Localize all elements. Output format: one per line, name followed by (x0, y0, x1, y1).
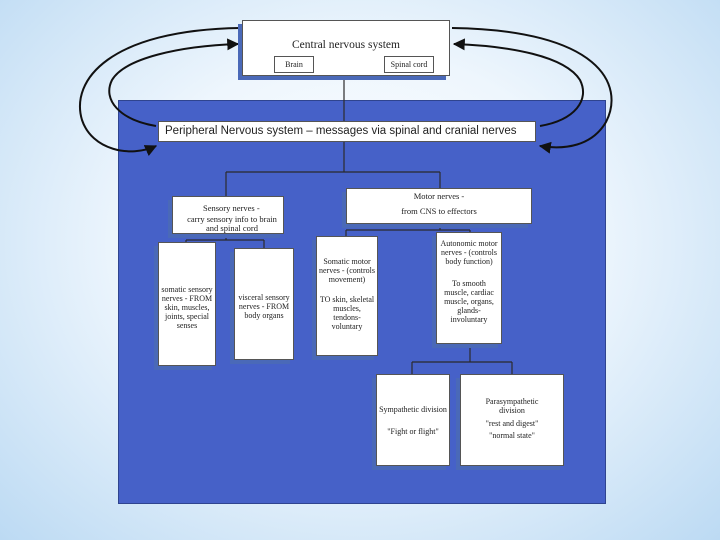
somatic-motor-text1: Somatic motor nerves - (controls movemen… (319, 257, 375, 284)
autonomic-motor-text1: Autonomic motor nerves - (controls body … (440, 239, 498, 266)
somatic-sensory-box: somatic sensory nerves - FROM skin, musc… (158, 242, 216, 366)
motor-nerves-desc: from CNS to effectors (401, 206, 477, 216)
somatic-motor-box: Somatic motor nerves - (controls movemen… (316, 236, 378, 356)
sensory-nerves-desc: carry sensory info to brain and spinal c… (187, 214, 277, 233)
curved-arrow-left-inner (108, 38, 240, 127)
curved-arrow-left-outer (79, 27, 241, 156)
visceral-sensory-box: visceral sensory nerves - FROM body orga… (234, 248, 294, 360)
motor-nerves-box: Motor nerves - from CNS to effectors (346, 188, 532, 224)
cns-title: Central nervous system (292, 39, 400, 51)
autonomic-motor-text2: To smooth muscle, cardiac muscle, organs… (444, 279, 494, 324)
visceral-sensory-text: visceral sensory nerves - FROM body orga… (238, 293, 290, 320)
brain-box: Brain (274, 56, 314, 73)
spinal-cord-box: Spinal cord (384, 56, 434, 73)
curved-arrow-right-inner (452, 38, 585, 127)
parasympathetic-note-2: "normal state" (489, 431, 535, 440)
sympathetic-title: Sympathetic division (379, 405, 447, 414)
sensory-nerves-title: Sensory nerves - (203, 203, 260, 213)
parasympathetic-title: Parasympathetic division (485, 397, 539, 415)
somatic-motor-text2: TO skin, skeletal muscles, tendons- volu… (319, 295, 375, 331)
sympathetic-division-box: Sympathetic division "Fight or flight" (376, 374, 450, 466)
curved-arrow-right-outer (451, 27, 613, 154)
motor-nerves-title: Motor nerves - (413, 191, 465, 201)
parasympathetic-division-box: Parasympathetic division "rest and diges… (460, 374, 564, 466)
somatic-sensory-text: somatic sensory nerves - FROM skin, musc… (161, 285, 213, 330)
sensory-nerves-box: Sensory nerves - carry sensory info to b… (172, 196, 284, 234)
sympathetic-note: "Fight or flight" (387, 427, 439, 436)
parasympathetic-note-1: "rest and digest" (485, 419, 539, 428)
autonomic-motor-box: Autonomic motor nerves - (controls body … (436, 232, 502, 344)
peripheral-nervous-system-box: Peripheral Nervous system – messages via… (158, 121, 536, 142)
